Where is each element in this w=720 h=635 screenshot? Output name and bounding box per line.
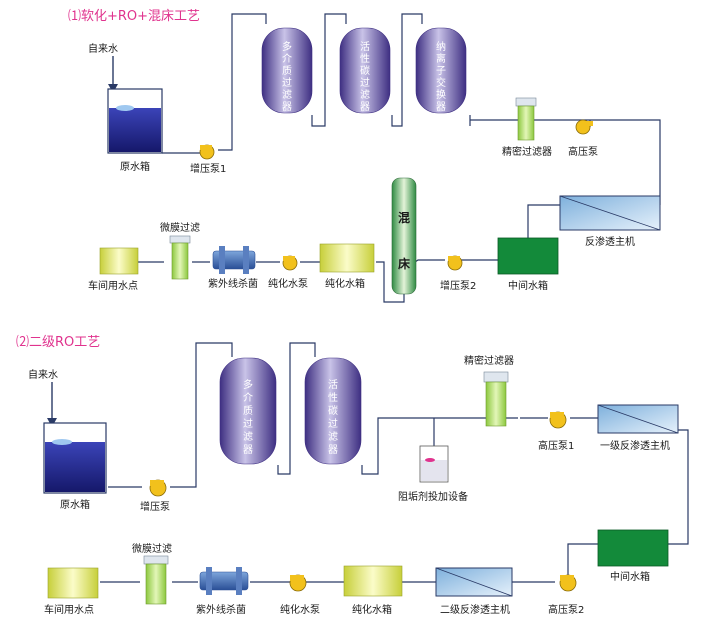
svg-text:活: 活 bbox=[328, 379, 338, 391]
microfilter-2-label: 微膜过滤 bbox=[132, 542, 172, 555]
microfilter-2 bbox=[143, 555, 169, 605]
raw-water-tank-1 bbox=[107, 88, 163, 154]
raw-tank-label-1: 原水箱 bbox=[120, 160, 150, 173]
precision-filter-2-label: 精密过滤器 bbox=[464, 354, 514, 367]
pure-tank-2-label: 纯化水箱 bbox=[352, 603, 392, 616]
scale-dosing-unit bbox=[419, 445, 449, 483]
raw-tank-label-2: 原水箱 bbox=[60, 498, 90, 511]
svg-text:器: 器 bbox=[243, 444, 253, 456]
pipes-section2 bbox=[100, 342, 689, 583]
use-point-1-label: 车间用水点 bbox=[88, 279, 138, 292]
svg-text:混: 混 bbox=[398, 210, 410, 225]
svg-text:过: 过 bbox=[243, 417, 253, 430]
microfilter-1-label: 微膜过滤 bbox=[160, 221, 200, 234]
pure-tank-1 bbox=[319, 243, 375, 273]
booster-pump-1-label: 增压泵1 bbox=[190, 162, 226, 175]
pure-pump-1 bbox=[282, 255, 298, 271]
hp-pump-s2-1 bbox=[549, 411, 567, 429]
ro-unit-s2-2 bbox=[435, 567, 513, 597]
svg-text:子: 子 bbox=[436, 65, 446, 77]
svg-text:性: 性 bbox=[360, 52, 370, 65]
ro-unit-s2-2-label: 二级反渗透主机 bbox=[440, 603, 510, 616]
inflow-arrow-2 bbox=[47, 382, 57, 427]
svg-text:性: 性 bbox=[328, 391, 338, 404]
svg-text:碳: 碳 bbox=[360, 64, 370, 77]
middle-tank-2-label: 中间水箱 bbox=[610, 570, 650, 583]
tap-water-label-2: 自来水 bbox=[28, 368, 58, 381]
uv-sterilizer-1 bbox=[212, 246, 256, 274]
section2-title: ⑵二级RO工艺 bbox=[16, 335, 100, 350]
svg-text:介: 介 bbox=[243, 392, 253, 404]
section1-title: ⑴软化+RO+混床工艺 bbox=[68, 9, 200, 24]
middle-tank-1-label: 中间水箱 bbox=[508, 279, 548, 292]
svg-text:滤: 滤 bbox=[360, 88, 370, 101]
pure-tank-2 bbox=[343, 565, 403, 597]
svg-text:质: 质 bbox=[282, 65, 292, 77]
hp-pump-1 bbox=[575, 119, 593, 135]
svg-text:介: 介 bbox=[282, 53, 292, 65]
booster-pump-s2-label: 增压泵 bbox=[140, 500, 170, 513]
ion-exchanger-1: 纳离 子交 换器 bbox=[415, 27, 467, 114]
pure-tank-1-label: 纯化水箱 bbox=[325, 277, 365, 290]
svg-text:多: 多 bbox=[243, 378, 253, 391]
pure-pump-2 bbox=[289, 574, 307, 592]
ro-unit-s2-1-label: 一级反渗透主机 bbox=[600, 439, 670, 452]
svg-text:活: 活 bbox=[360, 41, 370, 53]
booster-pump-s2 bbox=[149, 479, 167, 497]
svg-text:过: 过 bbox=[328, 417, 338, 430]
uv-sterilizer-2-label: 紫外线杀菌 bbox=[196, 603, 246, 616]
pure-pump-2-label: 纯化水泵 bbox=[280, 603, 320, 616]
booster-pump-1 bbox=[199, 144, 215, 160]
use-point-2-label: 车间用水点 bbox=[44, 603, 94, 616]
svg-text:床: 床 bbox=[398, 256, 411, 271]
multimedia-filter-1: 多介 质过 滤器 bbox=[261, 27, 313, 114]
hp-pump-s2-2 bbox=[559, 574, 577, 592]
precision-filter-2 bbox=[483, 371, 509, 427]
svg-text:碳: 碳 bbox=[328, 404, 338, 417]
middle-tank-1 bbox=[497, 237, 559, 275]
svg-text:过: 过 bbox=[282, 76, 292, 89]
ro-unit-s2-1 bbox=[597, 404, 679, 434]
uv-sterilizer-2 bbox=[199, 567, 249, 595]
svg-text:多: 多 bbox=[282, 40, 292, 53]
mixed-bed-1: 混 床 bbox=[391, 177, 417, 295]
carbon-filter-2: 活性 碳过 滤器 bbox=[304, 357, 362, 465]
raw-water-tank-2 bbox=[43, 422, 107, 494]
svg-text:器: 器 bbox=[436, 101, 446, 113]
svg-text:器: 器 bbox=[360, 101, 370, 113]
svg-text:滤: 滤 bbox=[282, 88, 292, 101]
svg-text:器: 器 bbox=[328, 444, 338, 456]
ro-unit-1-label: 反渗透主机 bbox=[585, 235, 635, 248]
precision-filter-1-label: 精密过滤器 bbox=[502, 145, 552, 158]
hp-pump-1-label: 高压泵 bbox=[568, 145, 598, 158]
hp-pump-s2-2-label: 高压泵2 bbox=[548, 603, 584, 616]
svg-text:器: 器 bbox=[282, 101, 292, 113]
use-point-2 bbox=[47, 567, 99, 599]
svg-text:滤: 滤 bbox=[243, 430, 253, 443]
multimedia-filter-2: 多介 质过 滤器 bbox=[219, 357, 277, 465]
scale-dosing-label: 阻垢剂投加设备 bbox=[398, 490, 468, 503]
carbon-filter-1: 活性 碳过 滤器 bbox=[339, 27, 391, 114]
svg-text:交: 交 bbox=[436, 76, 446, 89]
precision-filter-1 bbox=[515, 97, 537, 141]
svg-text:质: 质 bbox=[243, 405, 253, 417]
microfilter-1 bbox=[169, 235, 191, 280]
svg-text:过: 过 bbox=[360, 76, 370, 89]
ro-unit-1 bbox=[559, 195, 661, 231]
inflow-arrow-1 bbox=[108, 56, 118, 93]
uv-sterilizer-1-label: 紫外线杀菌 bbox=[208, 277, 258, 290]
booster-pump-2-label: 增压泵2 bbox=[440, 279, 476, 292]
tap-water-label-1: 自来水 bbox=[88, 42, 118, 55]
hp-pump-s2-1-label: 高压泵1 bbox=[538, 439, 574, 452]
svg-text:滤: 滤 bbox=[328, 430, 338, 443]
svg-text:换: 换 bbox=[436, 88, 446, 101]
pure-pump-1-label: 纯化水泵 bbox=[268, 277, 308, 290]
middle-tank-2 bbox=[597, 529, 669, 567]
svg-text:纳: 纳 bbox=[436, 40, 446, 53]
booster-pump-2 bbox=[447, 255, 463, 271]
svg-text:离: 离 bbox=[436, 52, 446, 65]
use-point-1 bbox=[99, 247, 139, 275]
